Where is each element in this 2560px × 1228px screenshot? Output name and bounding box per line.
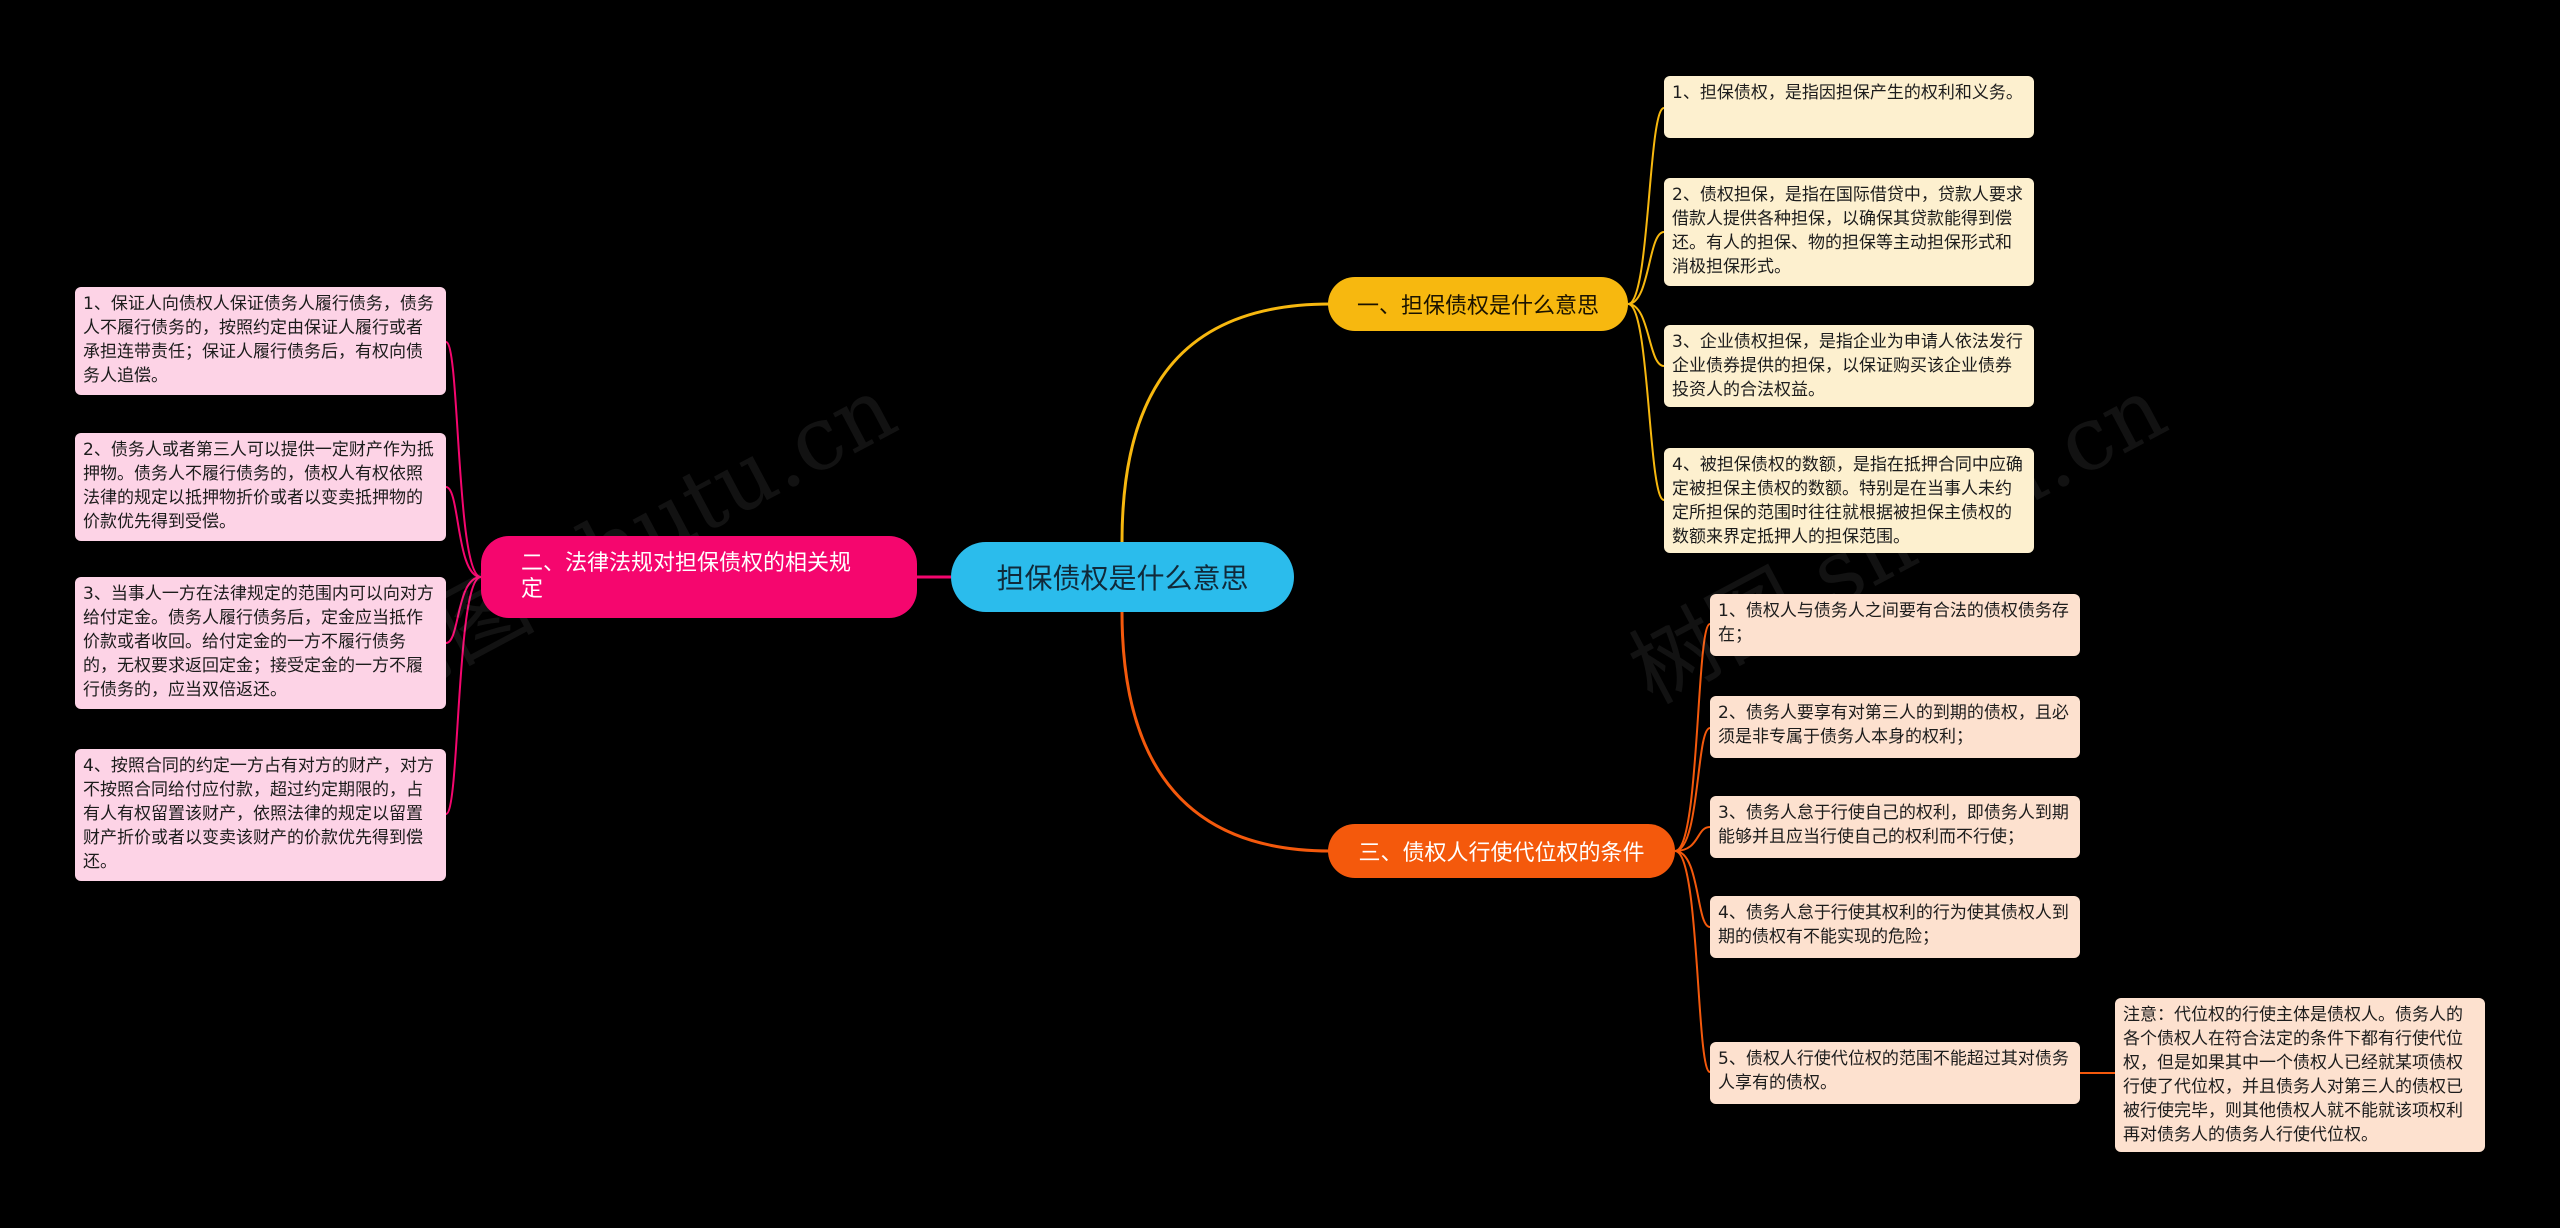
link-b1-leaf4	[1627, 303, 1665, 501]
branch-node-definition[interactable]: 一、担保债权是什么意思	[1328, 277, 1628, 331]
link-b3-leaf1	[1674, 623, 1711, 852]
link-b3-leaf4	[1674, 850, 1711, 928]
link-b1-leaf2	[1627, 231, 1665, 305]
link-b2-leaf2	[445, 486, 482, 578]
leaf-node[interactable]: 5、债权人行使代位权的范围不能超过其对债务人享有的债权。	[1710, 1042, 2080, 1104]
leaf-node[interactable]: 2、债务人或者第三人可以提供一定财产作为抵押物。债务人不履行债务的，债权人有权依…	[75, 433, 446, 541]
note-node[interactable]: 注意：代位权的行使主体是债权人。债务人的各个债权人在符合法定的条件下都有行使代位…	[2115, 998, 2485, 1152]
link-b3-leaf3	[1674, 826, 1711, 852]
leaf-node[interactable]: 1、债权人与债务人之间要有合法的债权债务存在；	[1710, 594, 2080, 656]
leaf-node[interactable]: 4、债务人怠于行使其权利的行为使其债权人到期的债权有不能实现的危险；	[1710, 896, 2080, 958]
leaf-node[interactable]: 1、担保债权，是指因担保产生的权利和义务。	[1664, 76, 2034, 138]
link-root-b3	[1120, 611, 1331, 853]
link-b3-leaf2	[1674, 727, 1711, 852]
leaf-node[interactable]: 1、保证人向债权人保证债务人履行债务，债务人不履行债务的，按照约定由保证人履行或…	[75, 287, 446, 395]
leaf-node[interactable]: 3、企业债权担保，是指企业为申请人依法发行企业债券提供的担保，以保证购买该企业债…	[1664, 325, 2034, 407]
link-b2-leaf3	[445, 576, 482, 644]
link-b1-leaf3	[1627, 303, 1665, 367]
link-b2-leaf1	[445, 341, 482, 578]
link-root-b1	[1120, 302, 1331, 543]
link-b3-leaf5	[1674, 850, 1711, 1073]
leaf-node[interactable]: 2、债权担保，是指在国际借贷中，贷款人要求借款人提供各种担保，以确保其贷款能得到…	[1664, 178, 2034, 286]
link-b1-leaf1	[1627, 107, 1665, 305]
leaf-node[interactable]: 2、债务人要享有对第三人的到期的债权，且必须是非专属于债务人本身的权利；	[1710, 696, 2080, 758]
leaf-node[interactable]: 3、债务人怠于行使自己的权利，即债务人到期能够并且应当行使自己的权利而不行使；	[1710, 796, 2080, 858]
leaf-node[interactable]: 4、按照合同的约定一方占有对方的财产，对方不按照合同给付应付款，超过约定期限的，…	[75, 749, 446, 881]
branch-node-subrogation-conditions[interactable]: 三、债权人行使代位权的条件	[1328, 824, 1675, 878]
branch-node-regulations[interactable]: 二、法律法规对担保债权的相关规定	[481, 536, 917, 618]
link-b2-leaf4	[445, 576, 482, 815]
root-node[interactable]: 担保债权是什么意思	[951, 542, 1294, 612]
leaf-node[interactable]: 3、当事人一方在法律规定的范围内可以向对方给付定金。债务人履行债务后，定金应当抵…	[75, 577, 446, 709]
leaf-node[interactable]: 4、被担保债权的数额，是指在抵押合同中应确定被担保主债权的数额。特别是在当事人未…	[1664, 448, 2034, 553]
